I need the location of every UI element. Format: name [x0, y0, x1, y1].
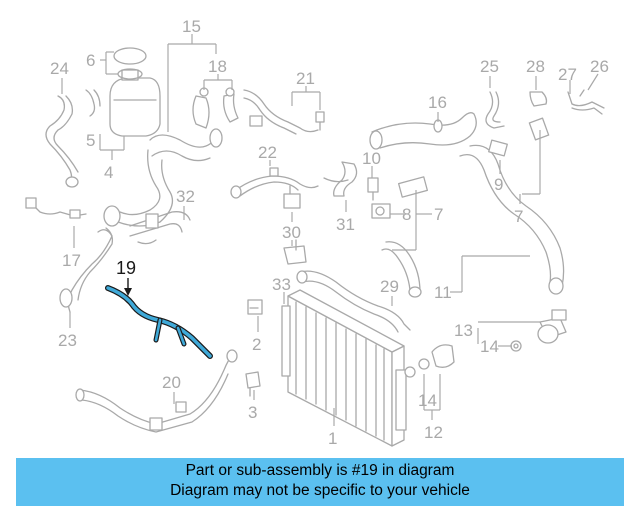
banner-line-disclaimer: Diagram may not be specific to your vehi…	[170, 482, 470, 499]
callout-5: 5	[86, 131, 95, 150]
callout-19: 19	[116, 258, 136, 278]
callout-6: 6	[86, 51, 95, 70]
sensor-and-hose	[323, 161, 379, 201]
radiator-hoses-middle	[296, 241, 422, 333]
callout-14-lower: 14	[418, 391, 437, 410]
callout-21: 21	[296, 69, 315, 88]
callout-18: 18	[208, 57, 227, 76]
callout-2: 2	[252, 335, 261, 354]
callout-27: 27	[558, 65, 577, 84]
hose-left-top	[45, 95, 79, 188]
callout-1: 1	[328, 429, 337, 448]
callout-20: 20	[162, 373, 181, 392]
callout-28: 28	[526, 57, 545, 76]
thermostat-housing	[283, 185, 307, 265]
callout-32: 32	[176, 187, 195, 206]
callout-31: 31	[336, 215, 355, 234]
bleeder-pipe	[243, 89, 325, 135]
coolant-pipe-19-highlight	[105, 285, 213, 359]
callout-29: 29	[380, 277, 399, 296]
hose-small-5	[85, 89, 101, 117]
callout-13: 13	[454, 321, 473, 340]
callout-4: 4	[104, 163, 113, 182]
callout-3: 3	[248, 403, 257, 422]
callout-15: 15	[182, 17, 201, 36]
hose-left-long	[59, 227, 114, 313]
callout-30: 30	[282, 223, 301, 242]
water-pipe-lower	[75, 349, 238, 433]
callout-26: 26	[590, 57, 609, 76]
radiator	[281, 289, 416, 447]
flange-fitting	[371, 176, 429, 219]
radiator-outlet-flange	[418, 344, 455, 370]
coolant-tee-pipe	[129, 211, 191, 245]
callout-9: 9	[494, 175, 503, 194]
callout-12: 12	[424, 423, 443, 442]
banner-line-part: Part or sub-assembly is #19 in diagram	[185, 462, 455, 479]
heater-hose-right	[459, 139, 565, 295]
callout-33: 33	[272, 275, 291, 294]
callout-labels: 15 18 21 6 5 4 24 16 25 28 27 26 9 7 22 …	[50, 17, 609, 448]
callout-25: 25	[480, 57, 499, 76]
callout-7-right: 7	[514, 207, 523, 226]
leader-lines	[61, 34, 599, 426]
thermostat-fittings	[192, 87, 239, 129]
callout-24: 24	[50, 59, 69, 78]
coolant-flange-right	[510, 309, 567, 352]
callout-10: 10	[362, 149, 381, 168]
upper-hose	[103, 128, 223, 227]
callout-22: 22	[258, 143, 277, 162]
callout-16: 16	[428, 93, 447, 112]
small-hoses-top-right	[485, 89, 605, 141]
callout-17: 17	[62, 251, 81, 270]
temperature-sensor	[25, 197, 87, 219]
callout-7-center: 7	[434, 205, 443, 224]
lower-hose	[369, 112, 477, 150]
callout-23: 23	[58, 331, 77, 350]
callout-14-right: 14	[480, 337, 499, 356]
expansion-tank	[109, 47, 161, 137]
heater-hose-center	[230, 167, 319, 199]
callout-8: 8	[402, 205, 411, 224]
callout-11: 11	[434, 283, 452, 302]
small-fittings-center	[245, 299, 263, 397]
info-banner: Part or sub-assembly is #19 in diagram D…	[16, 458, 624, 506]
